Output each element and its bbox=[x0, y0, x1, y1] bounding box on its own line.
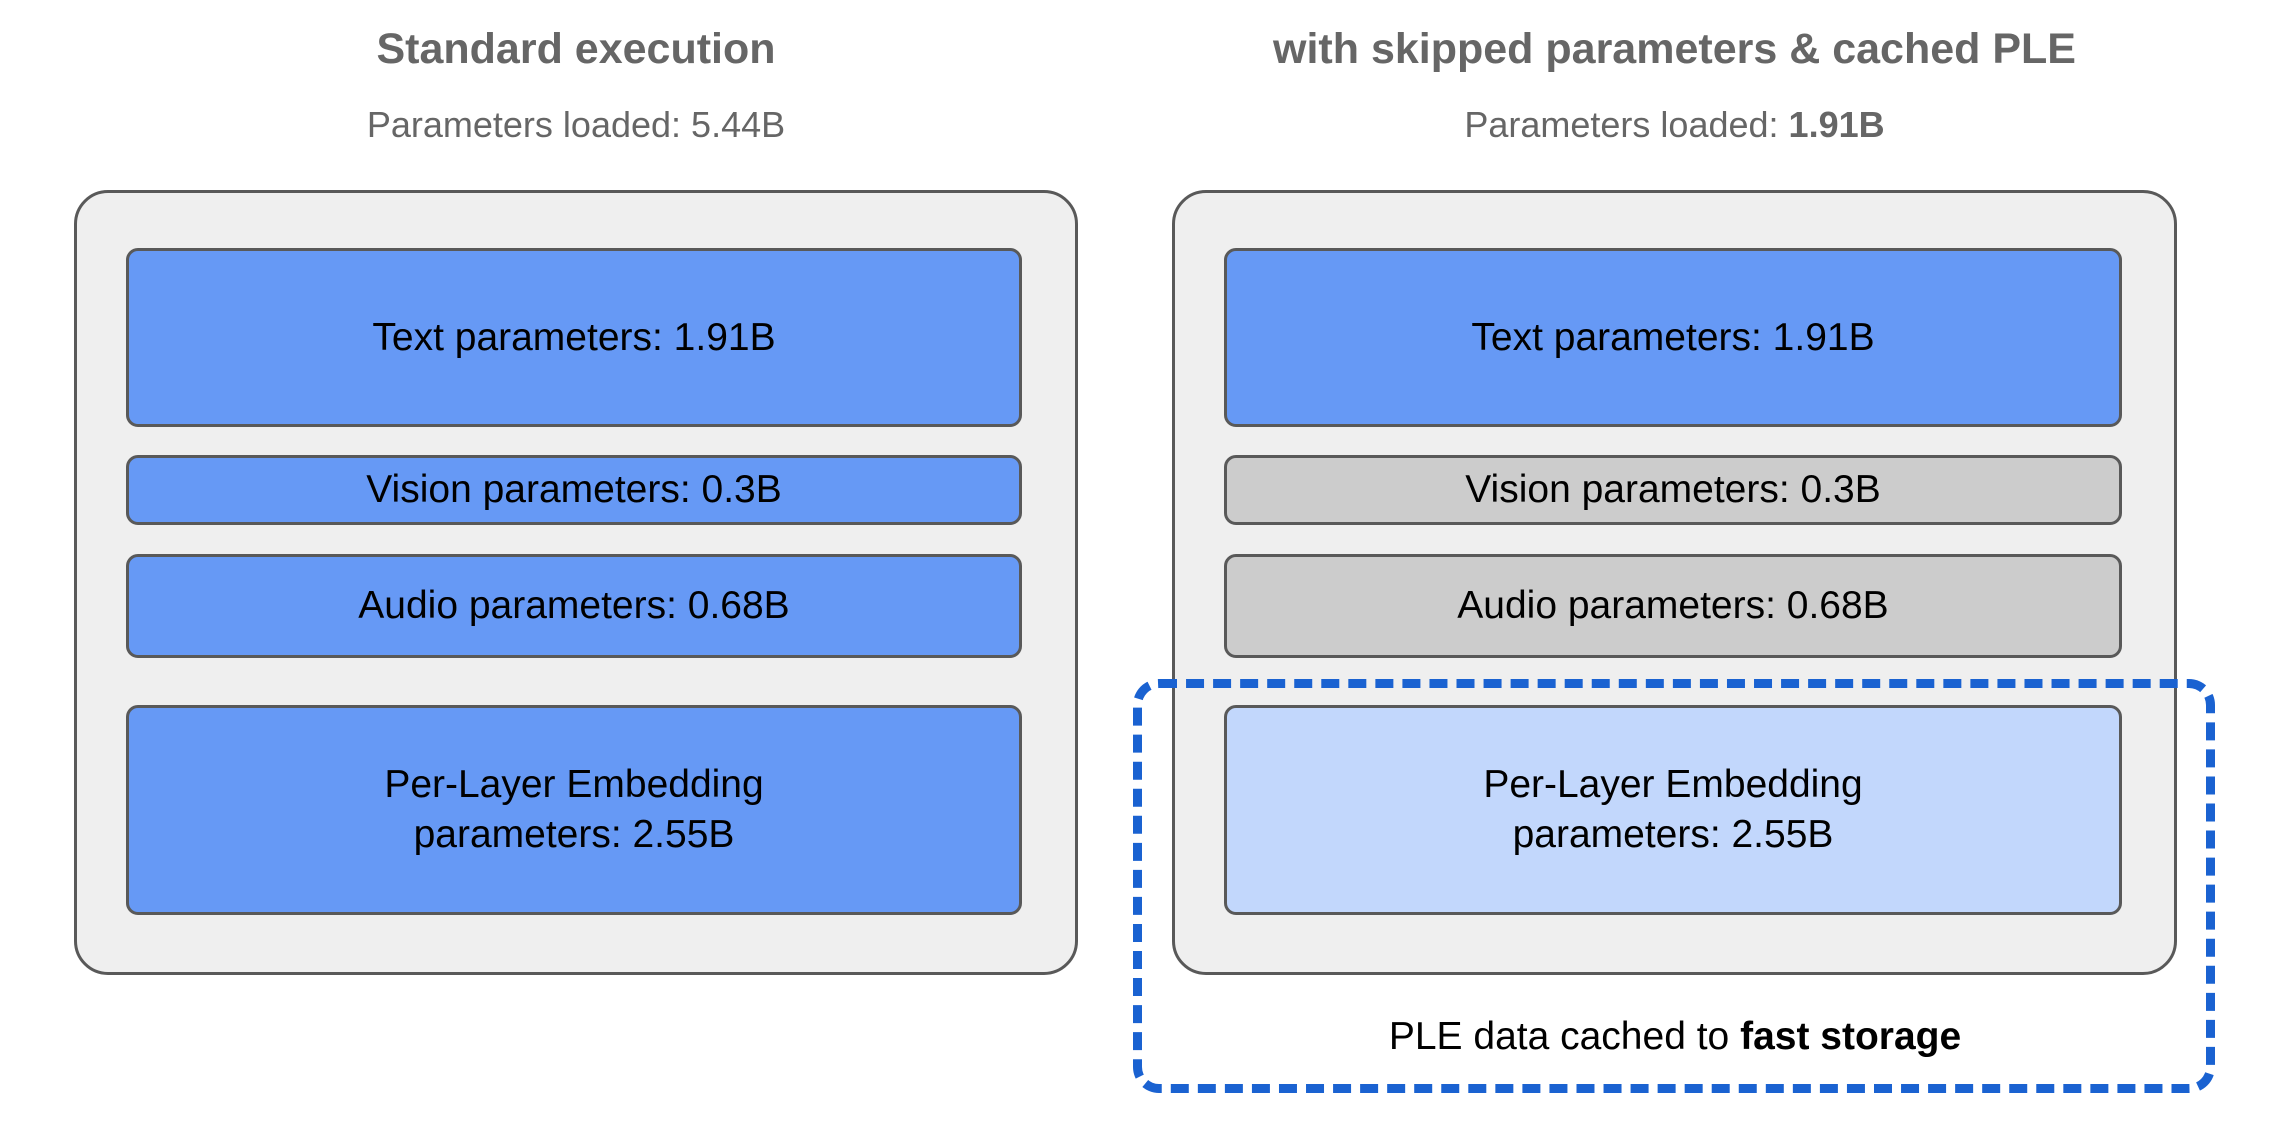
ple-line-2-standard: parameters: 2.55B bbox=[413, 813, 735, 856]
param-block-ple-standard[interactable]: Per-Layer Embedding parameters: 2.55B bbox=[126, 705, 1022, 915]
param-block-audio-skipped-cached[interactable]: Audio parameters: 0.68B bbox=[1224, 554, 2122, 658]
panel-subtitle-skipped-cached: Parameters loaded: 1.91B bbox=[1172, 105, 2177, 145]
param-block-text-skipped-cached[interactable]: Text parameters: 1.91B bbox=[1224, 248, 2122, 427]
cache-caption-emphasis: fast storage bbox=[1740, 1015, 1962, 1058]
cache-caption-prefix: PLE data cached to bbox=[1388, 1015, 1741, 1058]
panel-title-standard: Standard execution bbox=[376, 25, 776, 73]
ple-line-1-standard: Per-Layer Embedding bbox=[384, 763, 764, 807]
subtitle-value-standard: 5.44B bbox=[691, 104, 786, 145]
cache-region-caption: PLE data cached to fast storage bbox=[1150, 1015, 2200, 1059]
param-block-ple-cached-text: Per-Layer Embedding parameters: 2.55B bbox=[1483, 760, 1862, 860]
param-block-audio-standard[interactable]: Audio parameters: 0.68B bbox=[126, 554, 1022, 658]
param-block-vision-standard[interactable]: Vision parameters: 0.3B bbox=[126, 455, 1022, 525]
panel-subtitle-standard: Parameters loaded: 5.44B bbox=[74, 105, 1078, 145]
param-block-text-standard[interactable]: Text parameters: 1.91B bbox=[126, 248, 1022, 427]
subtitle-prefix-standard: Parameters loaded: bbox=[366, 104, 692, 145]
param-block-ple-skipped-cached[interactable]: Per-Layer Embedding parameters: 2.55B bbox=[1224, 705, 2122, 915]
subtitle-value-skipped-cached: 1.91B bbox=[1788, 104, 1885, 145]
subtitle-prefix-skipped-cached: Parameters loaded: bbox=[1464, 104, 1789, 145]
param-block-vision-skipped-cached[interactable]: Vision parameters: 0.3B bbox=[1224, 455, 2122, 525]
param-block-ple-standard-text: Per-Layer Embedding parameters: 2.55B bbox=[384, 760, 763, 860]
ple-line-1-cached: Per-Layer Embedding bbox=[1483, 763, 1863, 807]
panel-title-skipped-cached: with skipped parameters & cached PLE bbox=[1273, 25, 2076, 73]
ple-line-2-cached: parameters: 2.55B bbox=[1512, 813, 1834, 856]
